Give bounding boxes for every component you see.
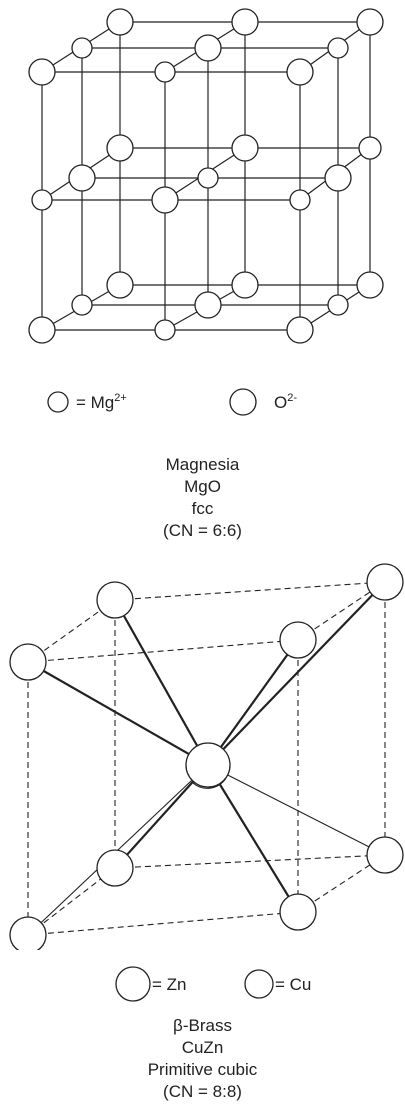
o-ion [106, 271, 134, 299]
o-ion [356, 8, 384, 36]
mg-ion [289, 189, 311, 211]
o-ion [151, 186, 179, 214]
o-ion [28, 316, 56, 344]
caption-coordination: (CN = 8:8) [163, 1082, 242, 1101]
brass-atoms [9, 563, 404, 950]
o-ion [106, 8, 134, 36]
zn-atom [9, 916, 47, 950]
mgo-legend: = Mg2+ O2- [0, 380, 405, 430]
caption-name: Magnesia [165, 455, 240, 474]
o-legend-label: O2- [274, 392, 297, 412]
o-ion [286, 316, 314, 344]
mg-ion [71, 37, 93, 59]
cu-legend-label: = Cu [275, 975, 311, 994]
mg-ion [154, 319, 176, 341]
o-ion [68, 164, 96, 192]
zn-legend-label: = Zn [152, 975, 187, 994]
brass-legend: = Zn = Cu [0, 962, 405, 1012]
brass-figure [0, 560, 405, 950]
brass-caption: β-Brass CuZn Primitive cubic (CN = 8:8) [0, 1015, 405, 1103]
o-ion [28, 58, 56, 86]
caption-structure: fcc [191, 499, 214, 518]
zn-atom [96, 581, 134, 619]
o-ion [324, 164, 352, 192]
caption-structure: Primitive cubic [147, 1060, 258, 1079]
o-ion [231, 134, 259, 162]
mg-ion [358, 136, 382, 160]
o-legend-swatch [229, 388, 257, 416]
mgo-caption: Magnesia MgO fcc (CN = 6:6) [0, 454, 405, 542]
caption-formula: MgO [184, 477, 221, 496]
zn-atom [279, 621, 317, 659]
caption-coordination: (CN = 6:6) [163, 521, 242, 540]
zn-atom [366, 836, 404, 874]
o-ion [194, 291, 222, 319]
cube-edges [27, 581, 386, 936]
o-ion [286, 58, 314, 86]
zn-atom [96, 849, 134, 887]
cu-legend-swatch [244, 969, 274, 999]
zn-atom [366, 563, 404, 601]
o-ion [106, 134, 134, 162]
zn-legend-swatch [115, 966, 151, 1002]
caption-name: β-Brass [173, 1016, 232, 1035]
mg-legend-label: = Mg2+ [76, 392, 127, 412]
o-ion [231, 271, 259, 299]
cu-atom-shading [191, 777, 227, 789]
mg-ion [327, 37, 349, 59]
cu-atom [185, 742, 231, 788]
mg-ion [71, 294, 93, 316]
zn-atom [9, 643, 47, 681]
mg-ion [154, 61, 176, 83]
o-ion [194, 34, 222, 62]
mg-legend-swatch [47, 391, 69, 413]
mg-ion [197, 167, 219, 189]
mgo-figure [0, 0, 405, 360]
mgo-lattice-diagram [28, 8, 384, 344]
o-ion [231, 8, 259, 36]
brass-unit-cell-diagram [9, 563, 404, 950]
caption-formula: CuZn [181, 1038, 224, 1057]
mgo-ions [28, 8, 384, 344]
o-ion [356, 271, 384, 299]
mg-ion [327, 294, 349, 316]
mg-ion [31, 189, 53, 211]
zn-atom [279, 893, 317, 931]
